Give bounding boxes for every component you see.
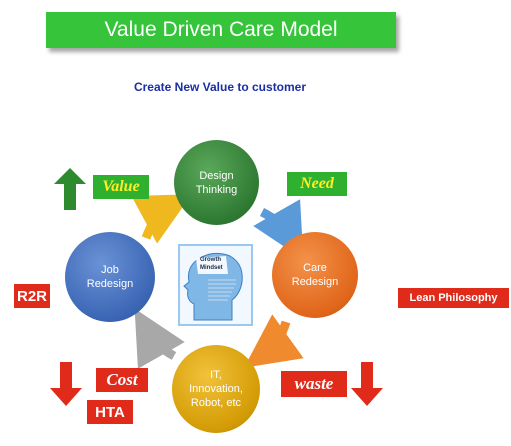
arrow-job-to-design xyxy=(131,194,192,244)
hta-tag: HTA xyxy=(87,400,133,424)
node-design-thinking: Design Thinking xyxy=(174,140,259,225)
lean-philosophy-tag: Lean Philosophy xyxy=(398,288,509,308)
value-tag: Value xyxy=(93,175,149,199)
node-job-redesign: Job Redesign xyxy=(65,232,155,322)
node-care-redesign: Care Redesign xyxy=(272,232,358,318)
waste-tag: waste xyxy=(281,371,347,397)
title-text: Value Driven Care Model xyxy=(104,18,338,41)
down-arrow-right-icon xyxy=(351,362,383,406)
subtitle: Create New Value to customer xyxy=(133,80,307,94)
growth-mindset-image: Growth Mindset xyxy=(178,244,253,326)
down-arrow-left-icon xyxy=(50,362,82,406)
title-banner: Value Driven Care Model xyxy=(46,12,396,48)
growth-mindset-label: Growth Mindset xyxy=(200,257,223,271)
arrow-design-to-care xyxy=(253,199,304,260)
arrow-it-to-job xyxy=(134,308,185,369)
cost-tag: Cost xyxy=(96,368,148,392)
head-silhouette-icon xyxy=(183,252,243,321)
node-it-innovation: IT, Innovation, Robot, etc xyxy=(172,345,260,433)
r2r-tag: R2R xyxy=(14,284,50,308)
need-tag: Need xyxy=(287,172,347,196)
up-arrow-icon xyxy=(54,168,86,210)
arrow-care-to-it xyxy=(244,314,304,368)
